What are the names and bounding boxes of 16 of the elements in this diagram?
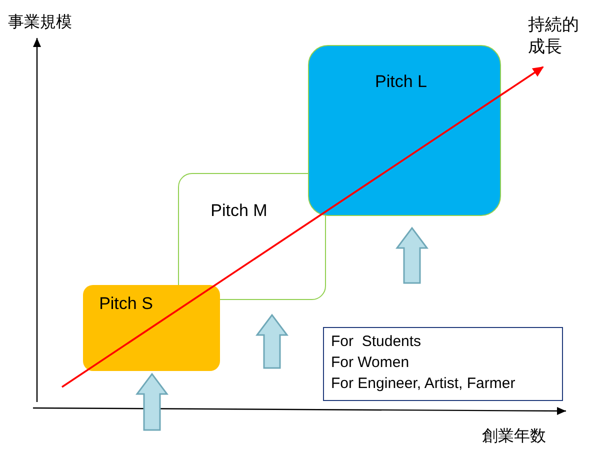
pitch-label: Pitch S: [98, 293, 154, 315]
axis-label: 事業規模: [8, 12, 73, 32]
axis-label: 創業年数: [482, 426, 547, 446]
pitch-box: [308, 45, 501, 216]
block-arrow: [256, 314, 288, 369]
block-arrow: [136, 372, 168, 431]
note-text: For Women: [331, 353, 410, 373]
note-box: [323, 327, 563, 401]
pitch-label: Pitch L: [374, 71, 428, 93]
pitch-box: [83, 285, 220, 371]
note-text: For Students: [331, 332, 422, 352]
note-text: For Engineer, Artist, Farmer: [331, 374, 516, 394]
pitch-box: [178, 173, 326, 300]
block-arrow: [396, 226, 428, 284]
trend-label: 持続的成長: [528, 14, 580, 58]
pitch-label: Pitch M: [210, 200, 268, 222]
